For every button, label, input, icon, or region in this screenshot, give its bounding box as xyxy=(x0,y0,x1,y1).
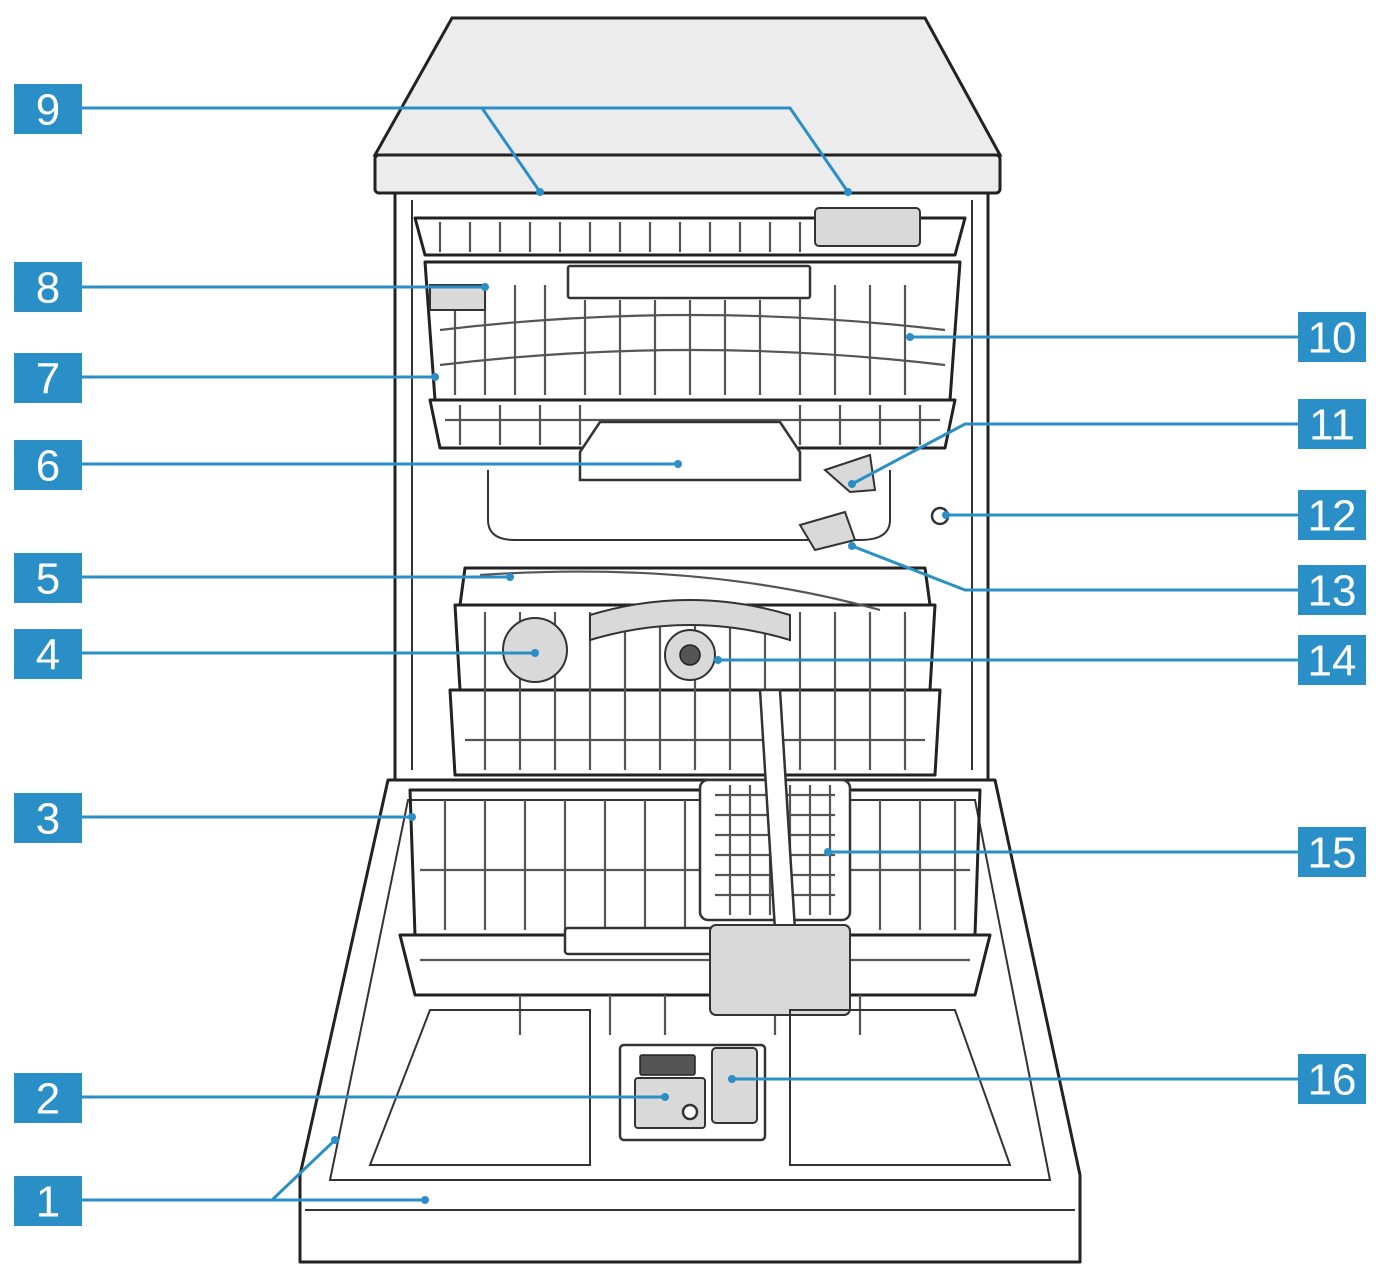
svg-text:11: 11 xyxy=(1309,401,1355,450)
leader-13 xyxy=(851,544,1298,592)
upper-basket xyxy=(423,260,962,450)
door-panel-left xyxy=(368,1009,591,1166)
callout-12: 12 xyxy=(1298,490,1366,541)
callout-10: 10 xyxy=(1298,312,1366,363)
callout-8: 8 xyxy=(14,262,82,313)
worktop-front xyxy=(373,153,1002,195)
callout-9: 9 xyxy=(14,84,82,135)
middle-basket xyxy=(448,566,942,777)
callout-2: 2 xyxy=(14,1073,82,1124)
lower-basket xyxy=(398,788,992,1035)
detergent-spray xyxy=(798,510,857,552)
upper-spray-arm xyxy=(823,453,877,494)
svg-text:16: 16 xyxy=(1308,1056,1357,1105)
leader-1 xyxy=(82,1138,425,1202)
svg-text:2: 2 xyxy=(36,1075,60,1124)
callout-11: 11 xyxy=(1298,399,1366,450)
svg-text:3: 3 xyxy=(36,795,60,844)
svg-text:8: 8 xyxy=(36,264,60,313)
callout-16: 16 xyxy=(1298,1054,1366,1105)
leader-11 xyxy=(851,422,1298,486)
tub-back-upper xyxy=(487,470,891,541)
svg-text:10: 10 xyxy=(1308,314,1357,363)
svg-text:13: 13 xyxy=(1308,567,1357,616)
upper-basket-handle xyxy=(578,420,802,482)
callout-6: 6 xyxy=(14,440,82,491)
svg-text:1: 1 xyxy=(36,1178,60,1227)
worktop-top xyxy=(372,16,1003,157)
svg-text:15: 15 xyxy=(1308,829,1357,878)
callout-15: 15 xyxy=(1298,827,1366,878)
door-panel-right xyxy=(789,1009,1012,1166)
svg-text:12: 12 xyxy=(1308,492,1357,541)
svg-text:4: 4 xyxy=(36,631,60,680)
tub-inner xyxy=(411,200,973,770)
leader-9 xyxy=(82,106,850,193)
callout-7: 7 xyxy=(14,353,82,404)
svg-text:9: 9 xyxy=(36,86,60,135)
callout-14: 14 xyxy=(1298,635,1366,686)
svg-text:14: 14 xyxy=(1308,637,1357,686)
cutlery-drawer xyxy=(413,207,967,257)
callout-3: 3 xyxy=(14,793,82,844)
callout-1: 1 xyxy=(14,1176,82,1227)
callout-5: 5 xyxy=(14,553,82,604)
callout-badges: 9 8 7 6 5 4 3 2 1 10 11 12 13 14 15 16 xyxy=(14,84,1366,1227)
svg-text:5: 5 xyxy=(36,555,60,604)
dishwasher-illustration xyxy=(298,16,1082,1264)
detergent-dispenser xyxy=(618,1043,767,1142)
leader-lines xyxy=(82,106,1298,1204)
cabinet-body xyxy=(393,193,990,780)
svg-text:7: 7 xyxy=(36,355,60,404)
callout-13: 13 xyxy=(1298,565,1366,616)
callout-4: 4 xyxy=(14,629,82,680)
svg-text:6: 6 xyxy=(36,442,60,491)
cutlery-basket xyxy=(698,688,852,1016)
